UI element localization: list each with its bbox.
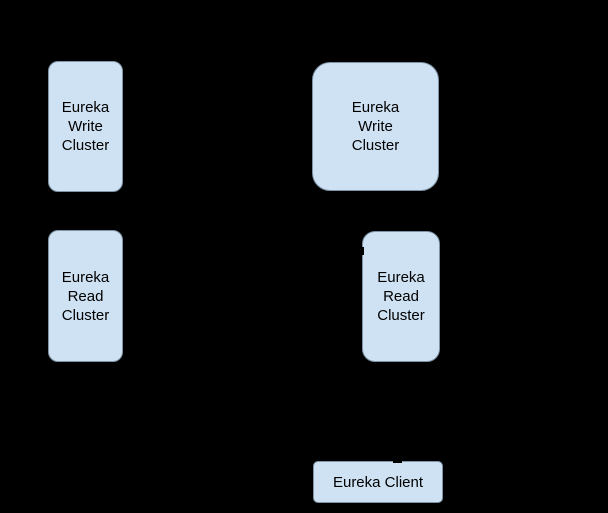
node-label-eureka-write-cluster-left: Eureka Write Cluster [61, 99, 110, 154]
node-label-eureka-client: Eureka Client [332, 473, 424, 491]
node-label-eureka-write-cluster-right: Eureka Write Cluster [351, 99, 400, 154]
node-eureka-read-cluster-right: Eureka Read Cluster [362, 231, 440, 362]
node-label-eureka-read-cluster-right: Eureka Read Cluster [377, 269, 425, 324]
node-eureka-write-cluster-left: Eureka Write Cluster [48, 61, 123, 192]
node-eureka-client: Eureka Client [313, 461, 443, 503]
arrow-tip-mark-read-cluster-right [361, 247, 364, 255]
node-eureka-read-cluster-left: Eureka Read Cluster [48, 230, 123, 362]
node-eureka-write-cluster-right: Eureka Write Cluster [312, 62, 439, 191]
arrow-tip-mark-eureka-client [393, 460, 402, 463]
node-label-eureka-read-cluster-left: Eureka Read Cluster [61, 268, 110, 324]
